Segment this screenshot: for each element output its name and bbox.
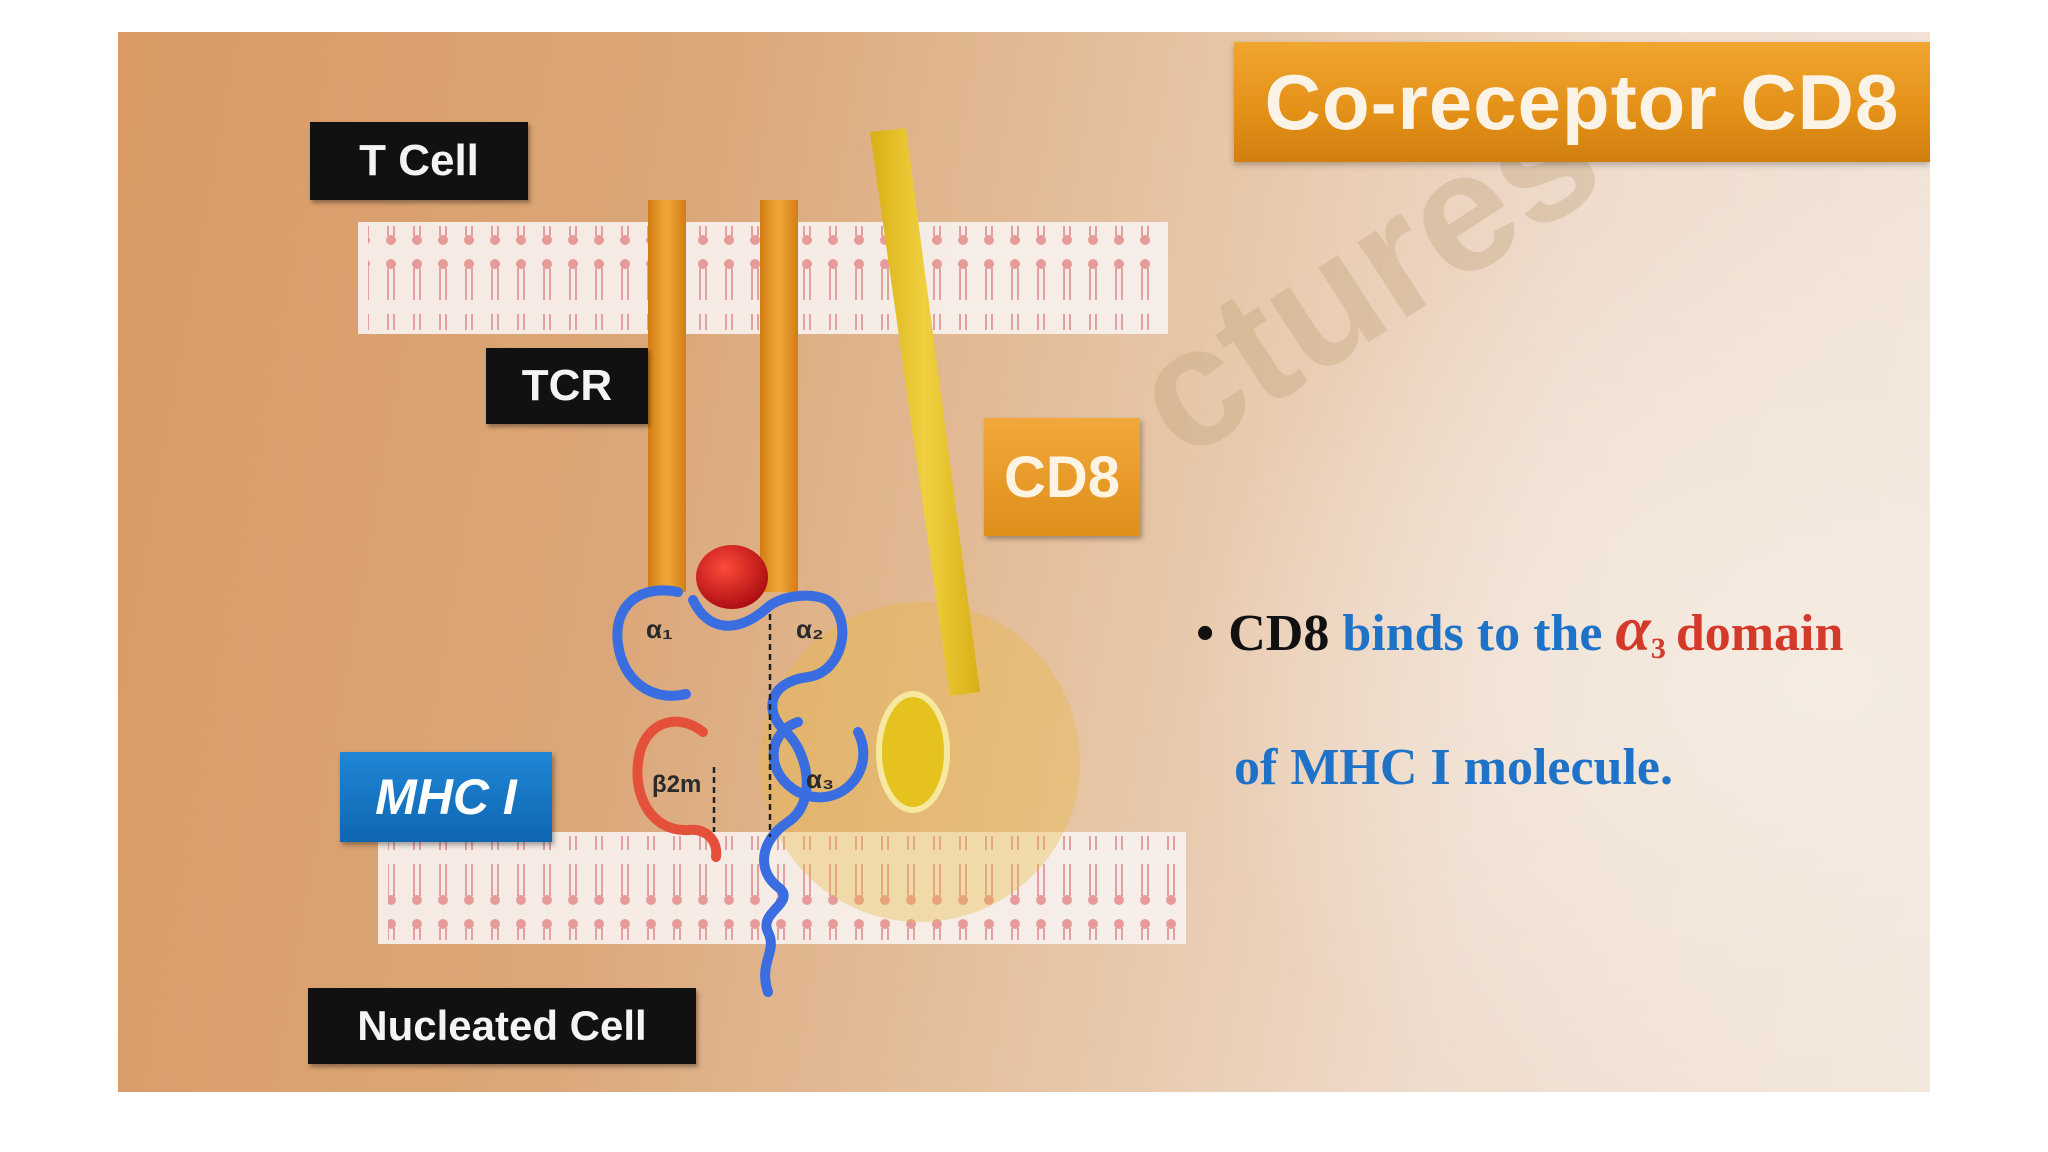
- mhc-label: MHC I: [340, 752, 552, 842]
- peptide: [696, 545, 768, 609]
- alpha2-label: α₂: [796, 614, 824, 644]
- alpha1-label: α₁: [646, 614, 673, 644]
- diagram: α₁ α₂ α₃ β2m: [358, 128, 1186, 997]
- slide: ctures Co-receptor CD8: [118, 32, 1930, 1092]
- alpha-subscript: 3: [1650, 632, 1666, 665]
- alpha3-label: α₃: [806, 764, 834, 794]
- tcr-alpha-chain: [648, 200, 686, 592]
- t-cell-label: T Cell: [310, 122, 528, 200]
- mhc-alpha3-loop: [768, 717, 869, 803]
- tcr-label: TCR: [486, 348, 648, 424]
- cd8-head: [876, 691, 950, 813]
- bullet-line-2: of MHC I molecule.: [1234, 739, 1674, 796]
- bullet-verb: binds to the: [1342, 605, 1603, 662]
- cd8-stalk: [870, 128, 980, 696]
- alpha-symbol: α: [1615, 593, 1651, 664]
- slide-title: Co-receptor CD8: [1264, 57, 1900, 146]
- beta2m-label: β2m: [652, 771, 701, 798]
- bullet-subject: CD8: [1228, 605, 1330, 662]
- nucleated-cell-label: Nucleated Cell: [308, 988, 696, 1064]
- cd8-label: CD8: [984, 418, 1140, 536]
- tcr-beta-chain: [760, 200, 798, 592]
- bullet-dot: •: [1196, 605, 1215, 662]
- bullet-line-1: •CD8 binds to the α3 domain: [1196, 592, 1843, 666]
- bullet-domain-word: domain: [1675, 605, 1844, 662]
- beta2m-chain: [632, 716, 722, 862]
- title-banner: Co-receptor CD8: [1234, 42, 1930, 162]
